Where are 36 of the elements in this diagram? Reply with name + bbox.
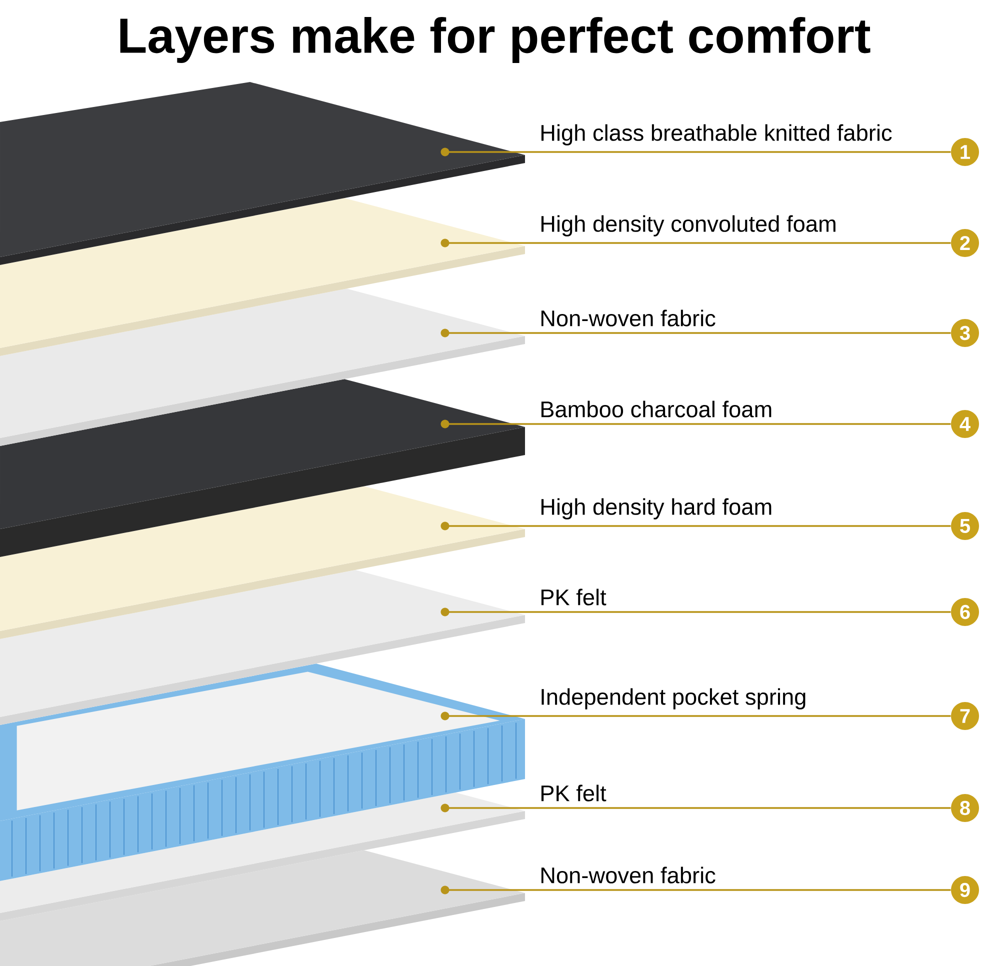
- layer-label: PK felt: [538, 783, 608, 803]
- layer-drawing: [0, 486, 525, 639]
- title: Layers make for perfect comfort: [120, 17, 870, 63]
- layer-label: High class breathable knitted fabric: [538, 122, 894, 147]
- leader-line: [440, 420, 951, 428]
- callout-number: 6: [951, 598, 979, 626]
- layer-label: Bamboo charcoal foam: [538, 399, 774, 419]
- leader-line: [440, 886, 951, 894]
- layer-drawing: [0, 198, 525, 356]
- layer-drawing: [0, 570, 525, 725]
- layer-drawing: [0, 792, 525, 921]
- layer-drawing: [0, 379, 525, 557]
- layer-label: PK felt: [538, 587, 608, 607]
- leader-line: [440, 608, 951, 616]
- callout-number: 4: [951, 410, 979, 438]
- layer-label: High density convoluted foam: [538, 214, 838, 238]
- leader-line: [440, 522, 951, 530]
- callout-number: 9: [951, 876, 979, 904]
- layer-label: High density hard foam: [538, 496, 774, 521]
- callout-number: 1: [951, 138, 979, 166]
- layer-drawing: [0, 82, 525, 265]
- callout-number: 5: [951, 512, 979, 540]
- layer-drawing: [0, 288, 525, 446]
- callout-number: 3: [951, 319, 979, 347]
- callout-number: 8: [951, 794, 979, 822]
- layer-drawing: [0, 850, 525, 966]
- callout-number: 2: [951, 229, 979, 257]
- layer-label: Non-woven fabric: [538, 308, 718, 328]
- layer-label: Independent pocket spring: [538, 686, 808, 711]
- callout-number: 7: [951, 702, 979, 730]
- leader-line: [440, 238, 951, 248]
- leader-line: [440, 804, 951, 812]
- leader-line: [440, 712, 951, 720]
- leader-line: [440, 328, 951, 338]
- leader-line: [440, 148, 951, 156]
- layer-label: Non-woven fabric: [538, 865, 718, 885]
